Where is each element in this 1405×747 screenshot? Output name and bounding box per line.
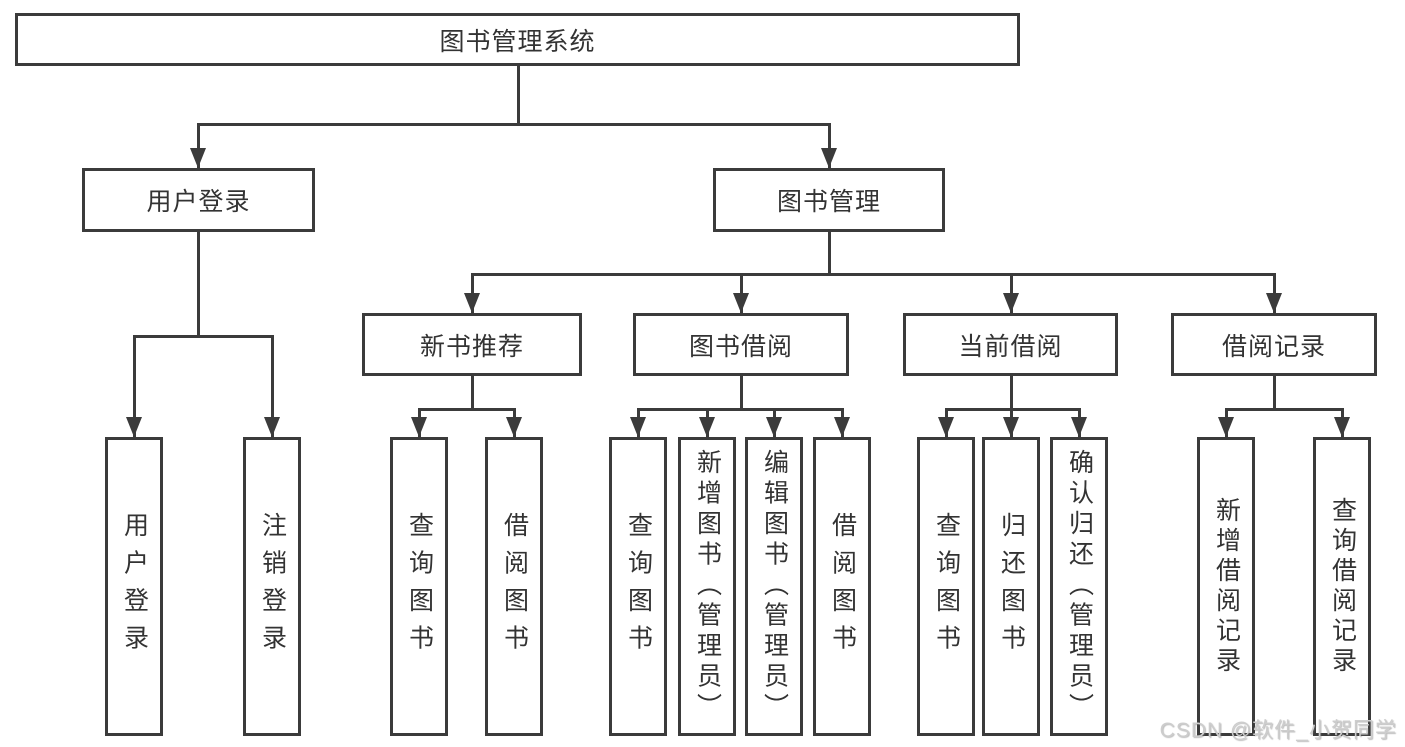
arrow-down-icon — [630, 417, 646, 437]
leaf-label: 注销登录 — [258, 511, 287, 662]
arrow-down-icon — [506, 417, 522, 437]
arrow-down-icon — [834, 417, 850, 437]
node-book-borrow: 图书借阅 — [633, 313, 849, 376]
leaf-edit-book-admin: 编辑图书（管理员） — [745, 437, 803, 736]
leaf-label: 查询图书 — [624, 511, 653, 662]
arrow-down-icon — [126, 417, 142, 437]
leaf-confirm-return-admin: 确认归还（管理员） — [1050, 437, 1108, 736]
node-label: 用户登录 — [146, 188, 251, 216]
node-user-login: 用户登录 — [82, 168, 315, 232]
arrow-down-icon — [938, 417, 954, 437]
connector-line — [471, 273, 1276, 276]
leaf-label: 编辑图书（管理员） — [760, 449, 789, 724]
connector-line — [828, 123, 831, 168]
leaf-add-borrow-record: 新增借阅记录 — [1197, 437, 1255, 736]
connector-line — [197, 123, 831, 126]
arrow-down-icon — [190, 148, 206, 168]
leaf-label: 归还图书 — [997, 511, 1026, 662]
arrow-down-icon — [1003, 417, 1019, 437]
arrow-down-icon — [411, 417, 427, 437]
leaf-label: 用户登录 — [120, 511, 149, 662]
arrow-down-icon — [821, 148, 837, 168]
node-label: 新书推荐 — [419, 332, 524, 361]
arrow-down-icon — [766, 417, 782, 437]
arrow-down-icon — [1071, 417, 1087, 437]
leaf-label: 查询图书 — [405, 511, 434, 662]
connector-line — [133, 335, 274, 338]
leaf-label: 查询借阅记录 — [1328, 496, 1357, 677]
leaf-query-books-2: 查询图书 — [609, 437, 667, 736]
leaf-borrow-books-2: 借阅图书 — [813, 437, 871, 736]
leaf-add-book-admin: 新增图书（管理员） — [678, 437, 736, 736]
node-label: 图书借阅 — [688, 332, 793, 361]
leaf-borrow-books: 借阅图书 — [485, 437, 543, 736]
connector-line — [197, 123, 200, 168]
connector-line — [133, 335, 136, 437]
connector-line — [271, 335, 274, 437]
leaf-query-borrow-record: 查询借阅记录 — [1313, 437, 1371, 736]
leaf-label: 借阅图书 — [500, 511, 529, 662]
node-new-book-recommend: 新书推荐 — [362, 313, 582, 376]
connector-line — [945, 408, 1081, 411]
arrow-down-icon — [464, 293, 480, 313]
leaf-return-books: 归还图书 — [982, 437, 1040, 736]
connector-line — [471, 376, 474, 408]
leaf-label: 新增图书（管理员） — [693, 449, 722, 724]
connector-line — [197, 232, 200, 335]
node-label: 当前借阅 — [958, 332, 1063, 361]
node-label: 借阅记录 — [1221, 332, 1326, 361]
node-current-borrow: 当前借阅 — [903, 313, 1118, 376]
leaf-logout: 注销登录 — [243, 437, 301, 736]
node-label: 图书管理系统 — [439, 27, 596, 56]
node-borrow-records: 借阅记录 — [1171, 313, 1377, 376]
arrow-down-icon — [1266, 293, 1282, 313]
arrow-down-icon — [1218, 417, 1234, 437]
leaf-user-login: 用户登录 — [105, 437, 163, 736]
arrow-down-icon — [733, 293, 749, 313]
connector-line — [1273, 376, 1276, 408]
leaf-label: 借阅图书 — [828, 511, 857, 662]
arrow-down-icon — [264, 417, 280, 437]
connector-line — [828, 232, 831, 273]
arrow-down-icon — [699, 417, 715, 437]
connector-line — [1225, 408, 1344, 411]
leaf-query-books-3: 查询图书 — [917, 437, 975, 736]
arrow-down-icon — [1334, 417, 1350, 437]
connector-line — [1010, 376, 1013, 408]
leaf-label: 新增借阅记录 — [1212, 496, 1241, 677]
connector-line — [740, 376, 743, 408]
csdn-watermark: CSDN @软件_小贺同学 — [1159, 719, 1397, 742]
connector-line — [637, 408, 844, 411]
connector-line — [418, 408, 516, 411]
connector-line — [517, 66, 520, 123]
arrow-down-icon — [1003, 293, 1019, 313]
leaf-query-books: 查询图书 — [390, 437, 448, 736]
leaf-label: 确认归还（管理员） — [1065, 449, 1094, 724]
leaf-label: 查询图书 — [932, 511, 961, 662]
node-library-system: 图书管理系统 — [15, 13, 1020, 66]
node-book-management: 图书管理 — [713, 168, 945, 232]
node-label: 图书管理 — [776, 188, 881, 216]
